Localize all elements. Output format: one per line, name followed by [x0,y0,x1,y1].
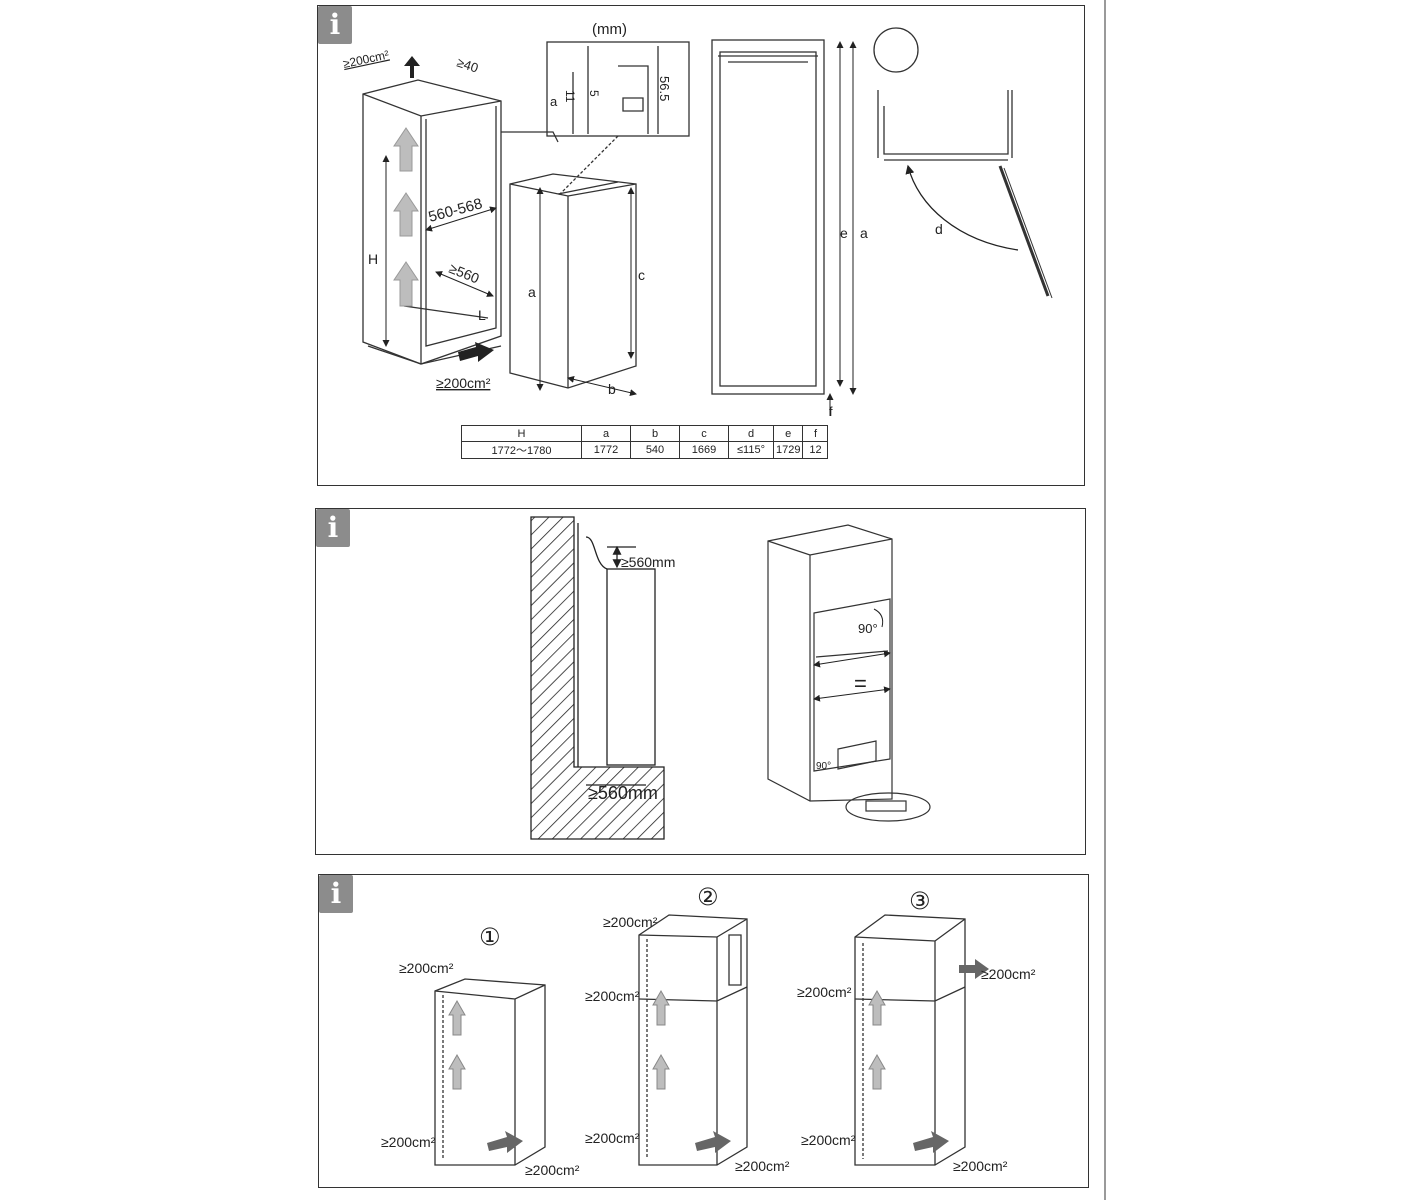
table-cell: ≤115° [728,441,774,459]
option-3-top-vent-label: ≥200cm² [981,966,1036,982]
vent-top-label: ≥200cm² [342,48,391,71]
option-2-number: ② [697,883,719,911]
ventilation-options-diagram: ① ② ③ ≥200cm² ≥200cm² ≥200cm² ≥200cm² ≥2… [381,883,1036,1178]
gap-top-label: ≥40 [455,55,480,76]
equal-label: = [854,671,867,696]
table-cell: 12 [802,441,829,459]
option-2-top-vent-label: ≥200cm² [603,914,658,930]
option-3-number: ③ [909,887,931,915]
installation-dimensions-diagram: (mm) ≥200cm² ≥40 H 560-568 ≥560 L ≥200cm… [342,21,1053,419]
ventilation-options-panel: i [318,874,1089,1188]
dim-b-label: b [608,381,616,397]
option-2-side-vent-label: ≥200cm² [585,988,640,1004]
angle-bottom-label: 90° [816,761,831,772]
depth-min-label: ≥560 [447,260,482,287]
table-header-cell: c [679,425,729,442]
wall-clearance-diagram: ≥560mm ≥560mm 90° = 90° [530,516,931,840]
dim-e-label: e [840,225,848,241]
info-icon: i [318,6,352,44]
dim-a-right-label: a [860,225,868,241]
dimensions-table: H a b c d e f 1772～1780 1772 540 1669 ≤1… [461,425,829,459]
clearance-top-label: ≥560mm [621,554,675,570]
option-1-side-vent-label: ≥200cm² [381,1134,436,1150]
table-cell: 1729 [772,441,804,459]
table-header-cell: f [802,425,829,442]
dim-f-label: f [829,404,833,419]
detail-a-label: a [550,94,558,109]
option-1-top-vent-label: ≥200cm² [399,960,454,976]
table-row: 1772～1780 1772 540 1669 ≤115° 1729 12 [461,441,829,459]
detail-11-label: 11 [563,90,577,103]
vent-bottom-label: ≥200cm² [436,375,491,391]
table-cell: 1772 [581,441,631,459]
detail-56-5-label: 56.5 [657,76,672,101]
option-3-side-vent-label: ≥200cm² [797,984,852,1000]
table-cell: 540 [630,441,680,459]
table-header-cell: H [461,425,582,442]
option-3-bottom-vent-label: ≥200cm² [953,1158,1008,1174]
detail-5-label: 5 [587,90,601,97]
option-1-bottom-vent-label: ≥200cm² [525,1162,580,1178]
page-divider-line [1104,0,1106,1200]
dim-c-label: c [638,267,645,283]
table-header-cell: e [772,425,804,442]
wall-clearance-panel: i ≥560mm ≥560mm [315,508,1086,855]
installation-dimensions-panel: i [317,5,1085,486]
table-cell: 1772～1780 [461,441,582,459]
dim-d-label: d [935,221,943,237]
option-2-low-side-vent-label: ≥200cm² [585,1130,640,1146]
table-header-cell: a [581,425,631,442]
option-3-low-side-vent-label: ≥200cm² [801,1132,856,1148]
height-label: H [368,251,378,267]
clearance-bottom-label: ≥560mm [588,783,658,803]
dim-a-label: a [528,284,536,300]
option-2-bottom-vent-label: ≥200cm² [735,1158,790,1174]
table-header-cell: b [630,425,680,442]
option-1-number: ① [479,923,501,951]
L-label: L [478,307,486,323]
info-icon: i [316,509,350,547]
table-header-row: H a b c d e f [461,425,829,442]
info-icon: i [319,875,353,913]
table-cell: 1669 [679,441,729,459]
table-header-cell: d [728,425,774,442]
angle-top-label: 90° [858,621,878,636]
unit-label: (mm) [592,21,627,38]
